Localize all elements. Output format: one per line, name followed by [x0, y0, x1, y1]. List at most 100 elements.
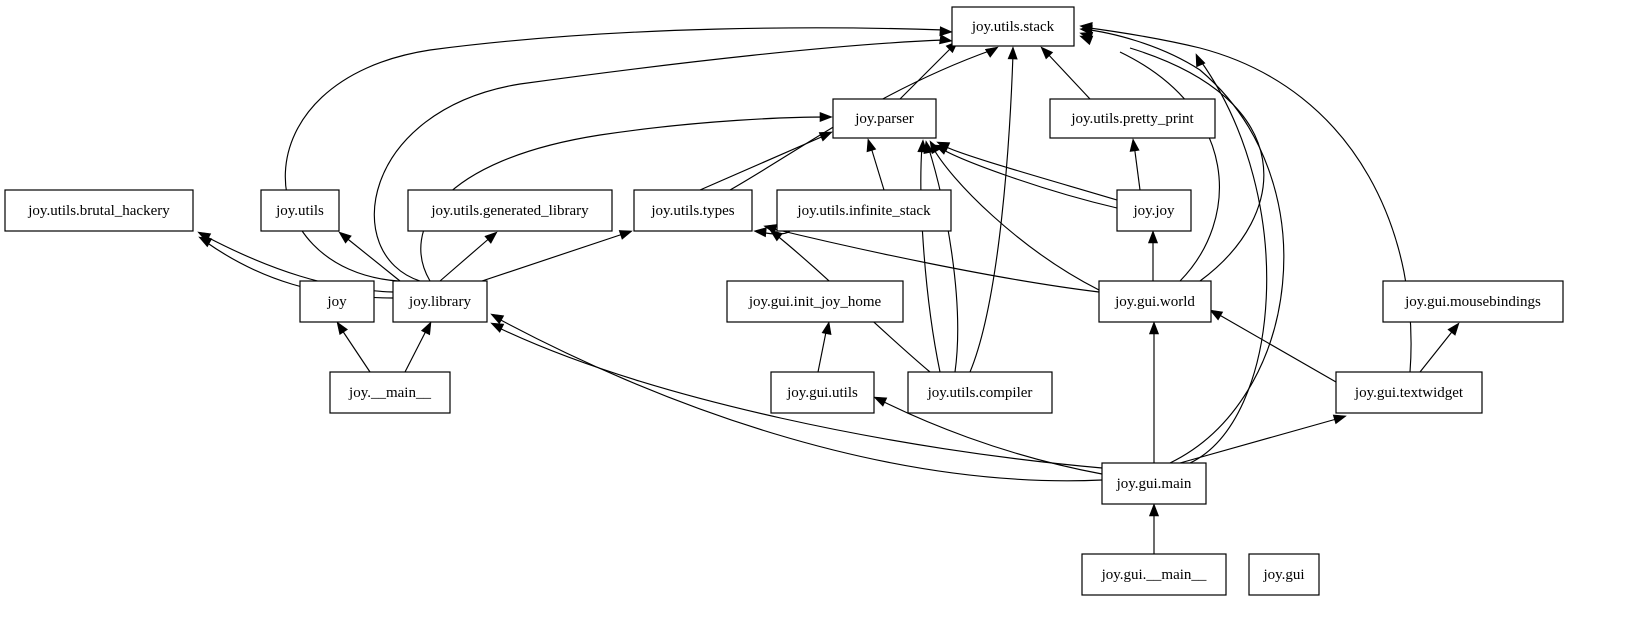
node-label: joy.utils.pretty_print	[1070, 111, 1194, 127]
node-joy.joy[interactable]: joy.joy	[1116, 189, 1192, 232]
arrow-head-icon	[1148, 321, 1160, 335]
node-joy.utils.pretty_print[interactable]: joy.utils.pretty_print	[1049, 98, 1216, 139]
node-box[interactable]	[907, 371, 1053, 414]
edge-joy.gui.main-to-joy.gui.utils	[873, 396, 1103, 475]
edge-line	[1045, 51, 1091, 100]
node-label: joy.__main__	[348, 385, 431, 401]
node-joy.utils.types[interactable]: joy.utils.types	[633, 189, 753, 232]
arrow-head-icon	[866, 138, 877, 153]
node-box[interactable]	[832, 98, 937, 139]
node-box[interactable]	[1382, 280, 1564, 323]
arrow-head-icon	[198, 236, 213, 248]
arrow-head-icon	[1195, 53, 1206, 68]
node-joy.gui.utils[interactable]: joy.gui.utils	[770, 371, 875, 414]
arrow-head-icon	[984, 46, 999, 58]
edge-line	[1179, 417, 1341, 464]
node-box[interactable]	[1116, 189, 1192, 232]
node-joy.utils.compiler[interactable]: joy.utils.compiler	[907, 371, 1053, 414]
node-box[interactable]	[770, 371, 875, 414]
node-label: joy.utils	[275, 203, 324, 219]
node-box[interactable]	[392, 280, 488, 323]
node-joy.gui.mousebindings[interactable]: joy.gui.mousebindings	[1382, 280, 1564, 323]
node-box[interactable]	[1049, 98, 1216, 139]
edge-joy.library-to-joy.utils.stack	[373, 34, 953, 282]
arrow-head-icon	[1079, 21, 1093, 33]
node-box[interactable]	[1101, 462, 1207, 505]
node-box[interactable]	[329, 371, 451, 414]
arrow-head-icon	[484, 231, 498, 244]
edge-joy.gui.main-to-joy.gui.textwidget	[1179, 414, 1347, 464]
node-joy.parser[interactable]: joy.parser	[832, 98, 937, 139]
edge-joy.parser-to-joy.utils.stack	[899, 40, 959, 100]
node-joy.utils.stack[interactable]: joy.utils.stack	[951, 6, 1075, 47]
nodes-layer: joy.utils.stack joy.parser joy.utils.prett…	[4, 6, 1564, 596]
edge-joy.utils.infinite_stack-to-joy.utils.types	[753, 227, 791, 238]
node-joy.utils[interactable]: joy.utils	[260, 189, 340, 232]
node-joy.gui.world[interactable]: joy.gui.world	[1098, 280, 1212, 323]
edge-line	[1081, 26, 1412, 373]
arrow-head-icon	[1040, 46, 1054, 60]
node-joy.library[interactable]: joy.library	[392, 280, 488, 323]
arrow-head-icon	[336, 321, 348, 336]
node-label: joy.gui.mousebindings	[1404, 294, 1541, 310]
edge-line	[699, 134, 827, 191]
edge-joy.joy-to-joy.parser	[934, 144, 1118, 209]
edge-line	[1133, 143, 1141, 191]
edge-line	[931, 145, 1100, 291]
node-box[interactable]	[299, 280, 375, 323]
edge-joy.library-to-joy.utils.types	[469, 230, 633, 286]
edge-line	[869, 143, 885, 191]
edge-joy.gui.world-to-joy.parser	[929, 140, 1100, 291]
node-joy.__main__[interactable]: joy.__main__	[329, 371, 451, 414]
node-label: joy.utils.generated_library	[430, 203, 589, 219]
arrow-head-icon	[1209, 309, 1224, 321]
edge-joy.__main__-to-joy.library	[404, 321, 432, 373]
edge-joy.gui.world-to-joy.joy	[1147, 230, 1159, 281]
edge-joy.gui.main-to-joy.utils.stack	[1079, 25, 1285, 464]
node-box[interactable]	[1248, 553, 1320, 596]
node-box[interactable]	[1081, 553, 1227, 596]
node-box[interactable]	[633, 189, 753, 232]
node-label: joy	[326, 294, 347, 310]
edge-joy.utils.compiler-to-joy.utils.stack	[969, 46, 1018, 373]
edge-joy.gui.__main__-to-joy.gui.main	[1148, 503, 1160, 554]
node-label: joy.joy	[1132, 203, 1175, 219]
node-box[interactable]	[4, 189, 194, 232]
node-box[interactable]	[260, 189, 340, 232]
node-box[interactable]	[1098, 280, 1212, 323]
node-joy.utils.infinite_stack[interactable]: joy.utils.infinite_stack	[776, 189, 952, 232]
edge-joy.library-to-joy.utils.stack	[284, 26, 953, 282]
node-box[interactable]	[1335, 371, 1483, 414]
arrow-head-icon	[819, 111, 833, 123]
node-joy.gui.__main__[interactable]: joy.gui.__main__	[1081, 553, 1227, 596]
edge-line	[1419, 327, 1456, 373]
edge-joy.gui.main-to-joy.library	[490, 322, 1103, 469]
arrow-head-icon	[490, 313, 505, 325]
edge-line	[899, 46, 953, 100]
arrow-head-icon	[1447, 322, 1460, 336]
node-box[interactable]	[407, 189, 613, 232]
node-joy.gui.textwidget[interactable]: joy.gui.textwidget	[1335, 371, 1483, 414]
edge-line	[343, 235, 401, 282]
arrow-head-icon	[338, 231, 352, 244]
node-joy.gui.main[interactable]: joy.gui.main	[1101, 462, 1207, 505]
arrow-head-icon	[939, 34, 953, 45]
node-joy.utils.generated_library[interactable]: joy.utils.generated_library	[407, 189, 613, 232]
arrow-head-icon	[1129, 138, 1140, 152]
node-box[interactable]	[776, 189, 952, 232]
node-label: joy.utils.brutal_hackery	[27, 203, 170, 219]
edge-joy.utils.infinite_stack-to-joy.parser	[866, 138, 885, 191]
edge-joy.gui.textwidget-to-joy.gui.mousebindings	[1419, 322, 1460, 373]
edge-line	[927, 145, 959, 373]
node-joy.utils.brutal_hackery[interactable]: joy.utils.brutal_hackery	[4, 189, 194, 232]
node-joy.gui.init_joy_home[interactable]: joy.gui.init_joy_home	[726, 280, 904, 323]
node-label: joy.utils.types	[650, 203, 734, 219]
node-joy[interactable]: joy	[299, 280, 375, 323]
node-box[interactable]	[951, 6, 1075, 47]
node-box[interactable]	[726, 280, 904, 323]
node-joy.gui[interactable]: joy.gui	[1248, 553, 1320, 596]
edge-joy.__main__-to-joy	[336, 321, 371, 373]
node-label: joy.gui.textwidget	[1354, 385, 1464, 401]
edge-joy.library-to-joy.utils.generated_library	[439, 231, 498, 282]
